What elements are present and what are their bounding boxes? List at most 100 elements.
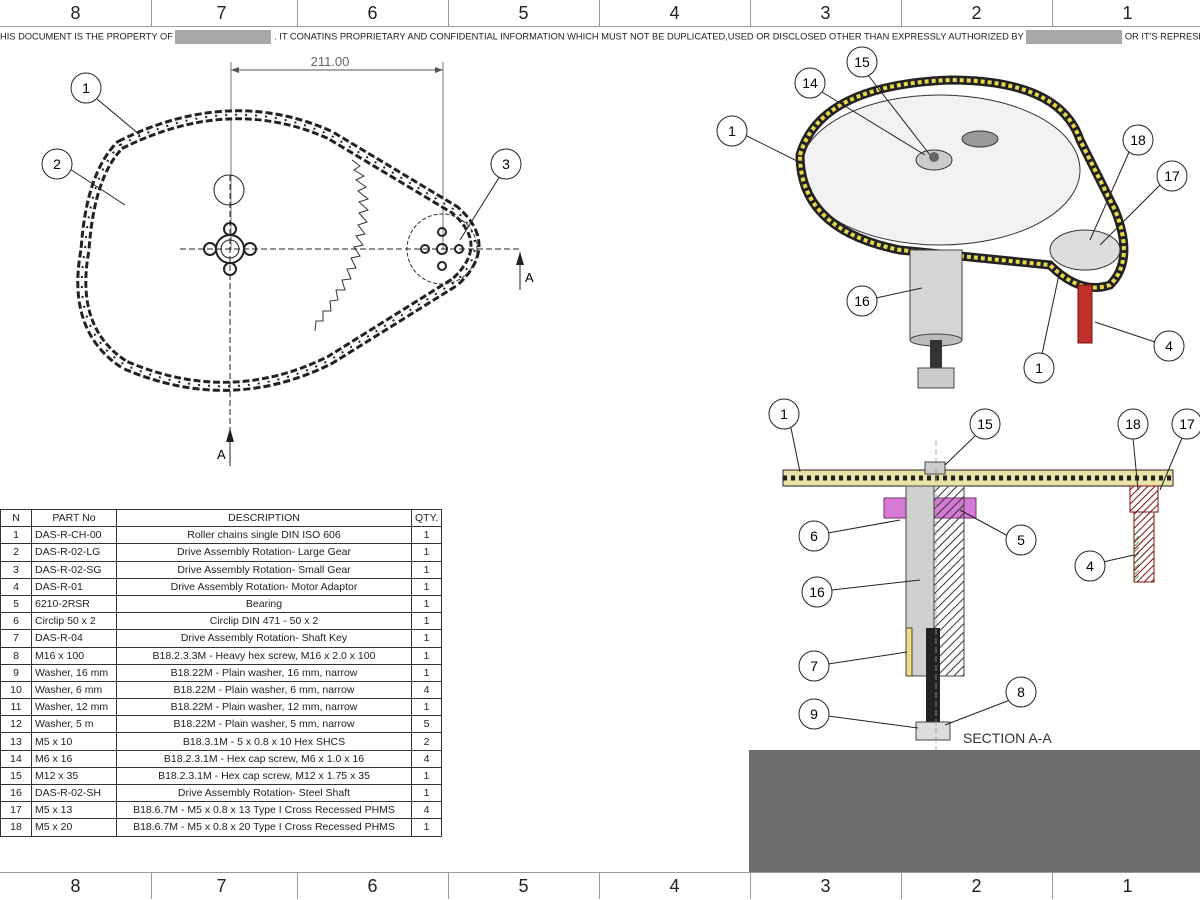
notice-part-3: OR IT'S REPRESENTATIVE [1124,31,1200,42]
bom-cell-desc: B18.22M - Plain washer, 12 mm, narrow [116,698,412,717]
balloon: 6 [810,528,818,544]
balloon: 2 [53,156,61,172]
bom-header: DESCRIPTION [116,508,412,528]
zone-label: 1 [1122,876,1133,896]
bom-cell-desc: Drive Assembly Rotation- Steel Shaft [116,783,412,803]
bom-cell-n: 7 [0,629,32,648]
balloon: 4 [1086,558,1094,574]
bom-cell-n: 5 [0,594,32,614]
bom-cell-part: DAS-R-04 [31,629,117,648]
zone-label: 4 [599,873,751,899]
bom-cell-part: Washer, 12 mm [31,698,117,717]
bom-cell-desc: Drive Assembly Rotation- Large Gear [116,543,412,562]
bom-cell-part: M5 x 13 [31,801,117,820]
bom-cell-part: DAS-R-02-LG [31,543,117,562]
bom-cell-n: 2 [0,543,32,562]
balloon: 5 [1017,532,1025,548]
bom-cell-desc: Bearing [116,594,412,614]
bom-cell-qty: 1 [410,663,443,682]
bom-cell-qty: 5 [410,715,443,734]
bom-cell-n: 11 [0,698,32,717]
bom-cell-part: Washer, 16 mm [31,663,117,682]
zone-label: 6 [297,0,449,26]
balloon: 1 [728,123,736,139]
bom-cell-qty: 1 [410,698,443,717]
zone-label: 2 [901,0,1053,26]
bom-cell-part: Washer, 5 m [31,715,117,734]
section-arrow-label: A [525,270,534,285]
balloon: 17 [1164,168,1180,184]
section-title: SECTION A-A [963,730,1052,746]
redacted-block [175,30,272,44]
bom-cell-qty: 4 [410,749,443,768]
bom-cell-part: Washer, 6 mm [31,680,117,700]
bom-cell-desc: Drive Assembly Rotation- Small Gear [116,560,412,579]
bom-cell-qty: 1 [410,818,443,837]
bom-cell-part: DAS-R-02-SG [31,560,117,579]
balloon: 1 [82,80,90,96]
zone-label: 8 [0,873,152,899]
bom-cell-n: 1 [0,526,32,545]
section-view: SECTION A-A 1 15 18 17 6 5 4 16 7 8 9 [768,398,1200,750]
bom-cell-desc: B18.22M - Plain washer, 5 mm, narrow [116,715,412,734]
balloon: 16 [854,293,870,309]
zone-label: 7 [146,873,298,899]
bom-cell-desc: Drive Assembly Rotation- Shaft Key [116,629,412,648]
bom-cell-qty: 4 [410,801,443,820]
bom-cell-n: 18 [0,818,32,837]
bom-cell-qty: 1 [410,629,443,648]
isometric-view: 14 15 1 18 17 16 1 4 [716,46,1188,389]
bom-cell-n: 9 [0,663,32,682]
balloon: 15 [854,54,870,70]
bom-cell-desc: Drive Assembly Rotation- Motor Adaptor [116,577,412,596]
bom-cell-n: 14 [0,749,32,768]
balloon: 18 [1125,416,1141,432]
redacted-block [1026,30,1123,44]
bom-cell-part: DAS-R-01 [31,577,117,596]
bom-header: N [0,508,32,528]
bom-cell-part: DAS-R-02-SH [31,783,117,803]
balloon: 3 [502,156,510,172]
bom-cell-qty: 1 [410,783,443,803]
bom-cell-n: 3 [0,560,32,579]
bom-cell-qty: 1 [410,646,443,665]
bom-cell-qty: 1 [410,612,443,631]
balloon: 16 [809,584,825,600]
large-gear-top-hole [213,174,245,206]
confidentiality-notice: HIS DOCUMENT IS THE PROPERTY OF . IT CON… [0,30,1200,44]
balloon: 18 [1130,132,1146,148]
notice-part-1: HIS DOCUMENT IS THE PROPERTY OF [0,31,173,42]
bom-cell-n: 4 [0,577,32,596]
large-gear-teeth [314,159,370,332]
roller-chain [76,109,481,392]
zone-label: 1 [1122,3,1133,23]
title-block-placeholder [749,750,1200,872]
bom-cell-qty: 2 [410,732,443,751]
bom-cell-part: DAS-R-CH-00 [31,526,117,545]
zone-label: 3 [750,873,902,899]
bom-cell-n: 12 [0,715,32,734]
balloon: 17 [1179,416,1195,432]
bom-cell-desc: B18.3.1M - 5 x 0.8 x 10 Hex SHCS [116,732,412,751]
bom-cell-desc: Roller chains single DIN ISO 606 [116,526,412,545]
balloon: 14 [802,75,818,91]
bom-cell-desc: B18.22M - Plain washer, 6 mm, narrow [116,680,412,700]
section-arrow-label: A [217,447,226,462]
balloon: 7 [810,658,818,674]
